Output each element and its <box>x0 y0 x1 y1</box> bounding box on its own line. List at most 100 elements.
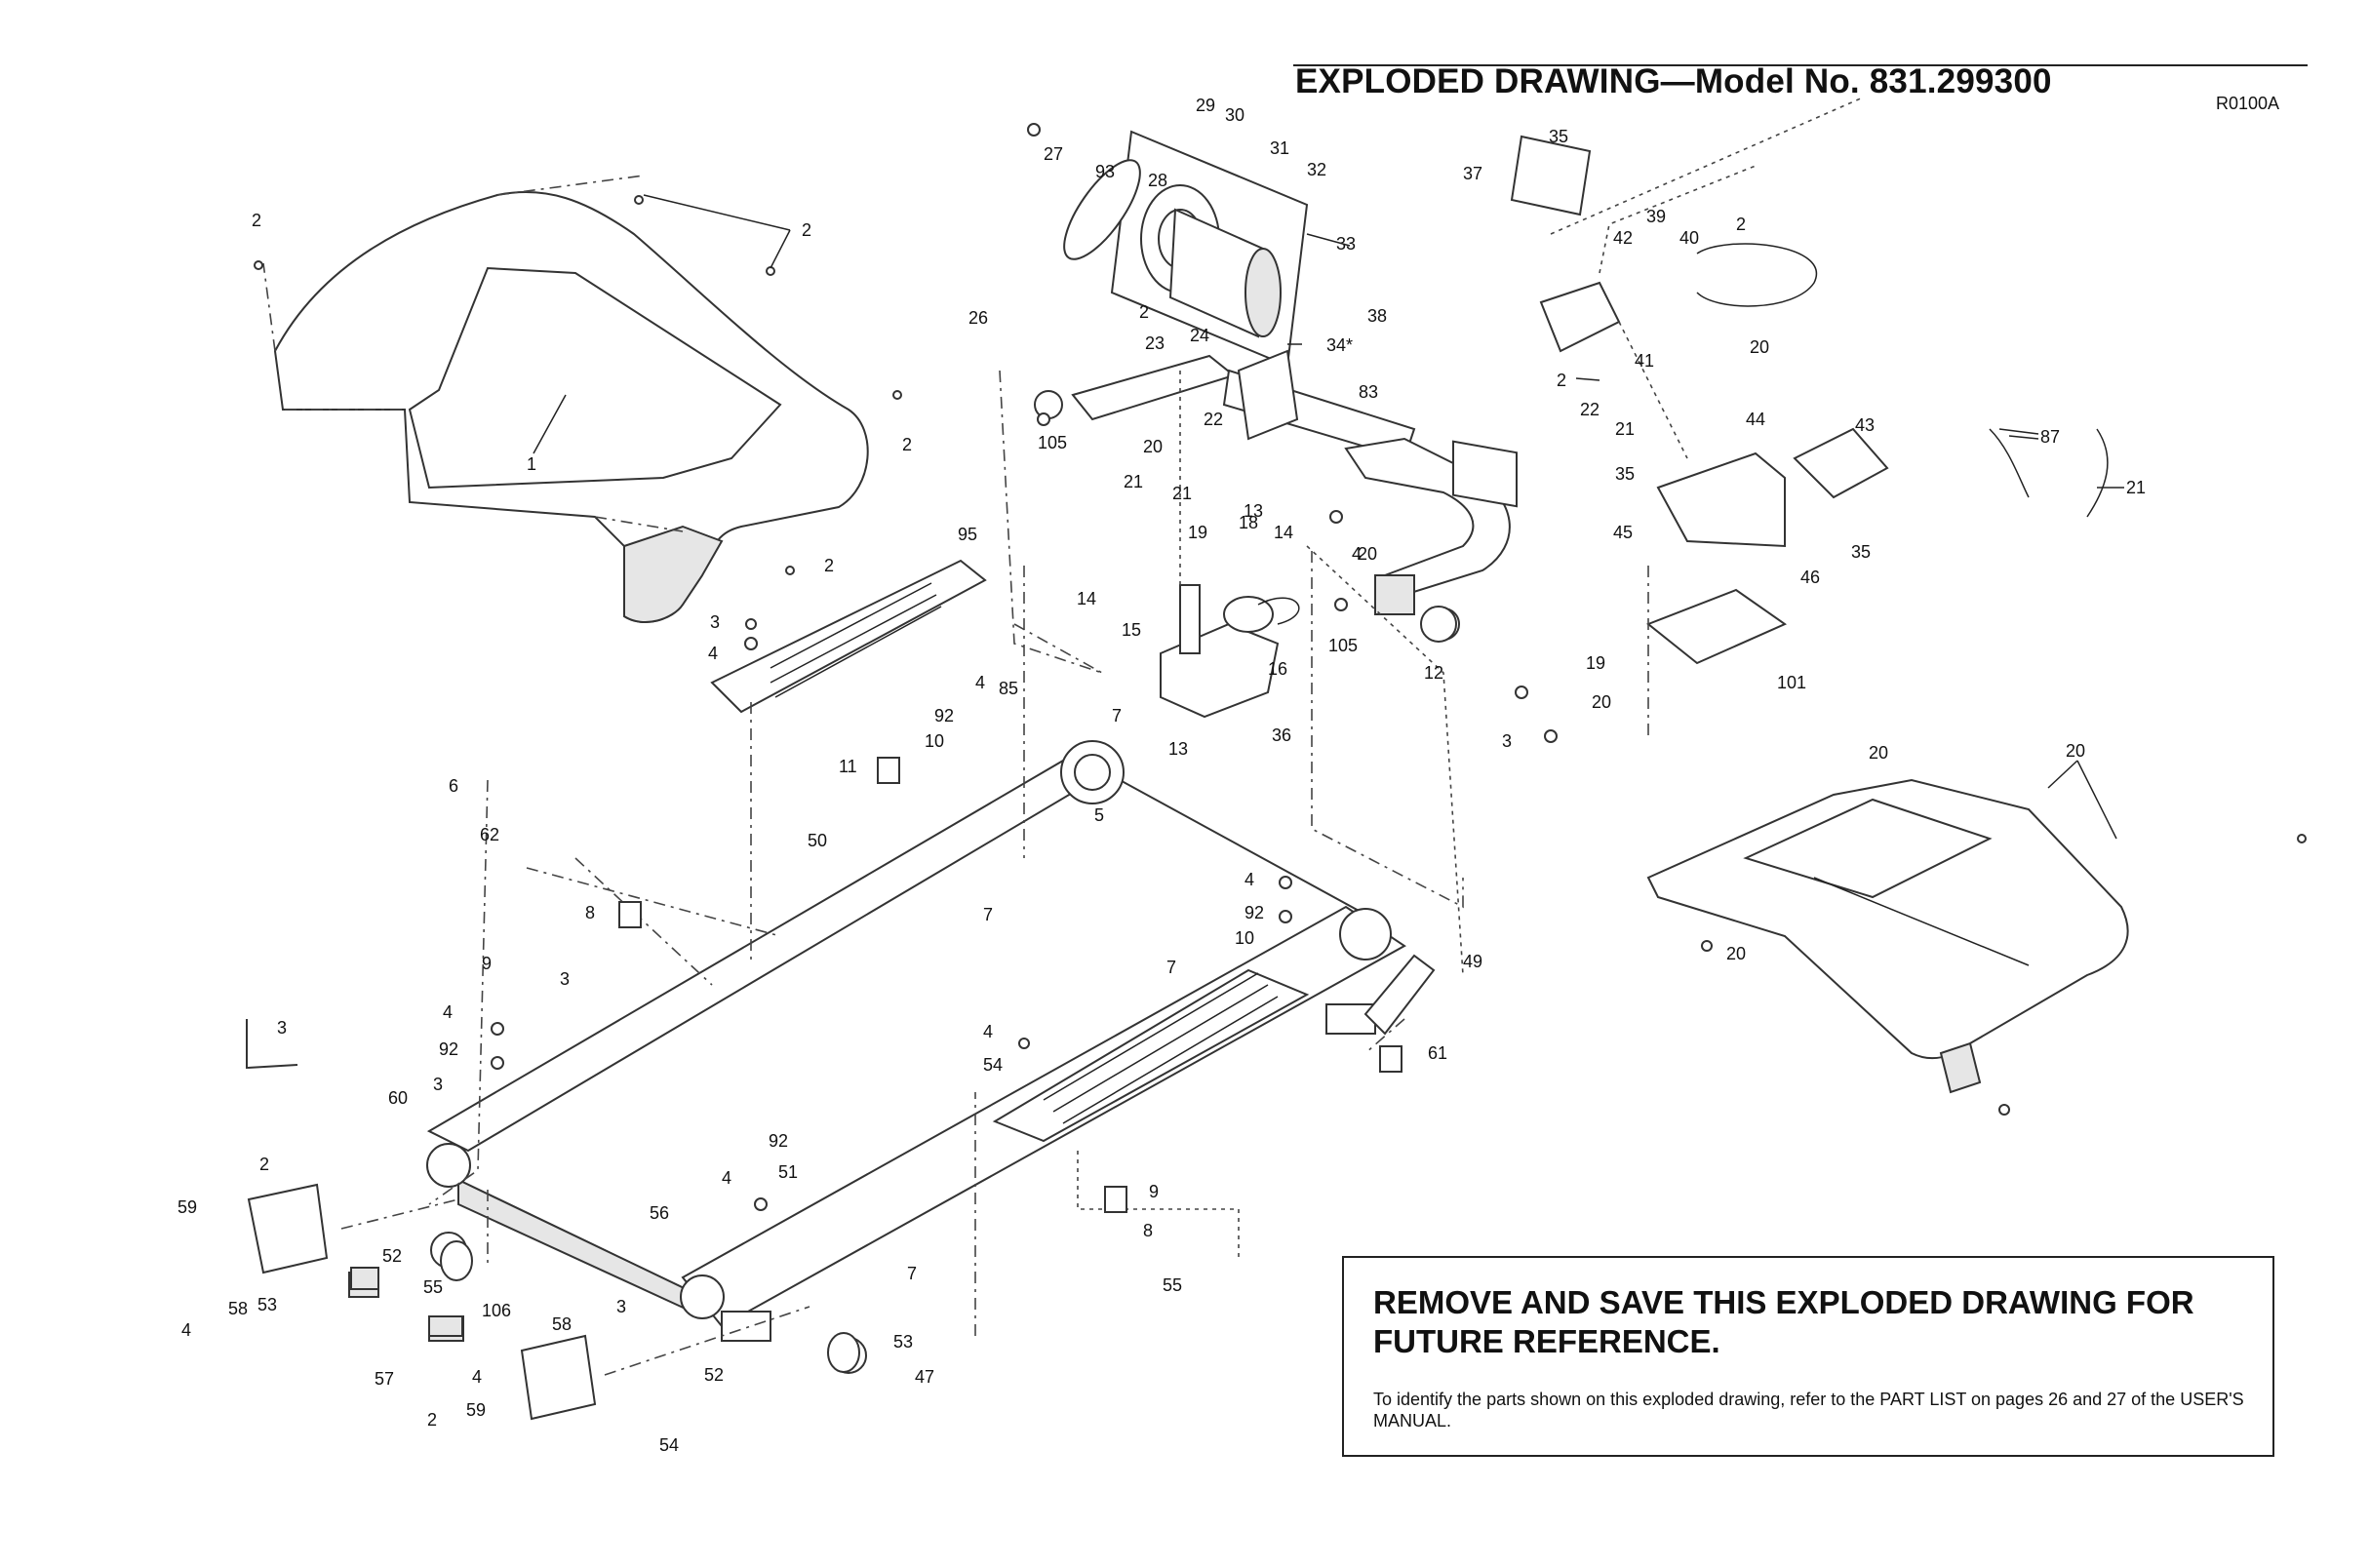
callout-label: 58 <box>552 1314 572 1334</box>
callout-label: 19 <box>1188 523 1207 542</box>
assembly-lines <box>340 97 1864 1376</box>
callout-label: 39 <box>1646 207 1666 226</box>
callout-label: 2 <box>427 1410 437 1430</box>
callout-label: 37 <box>1463 164 1482 183</box>
callout-label: 21 <box>2126 478 2146 497</box>
callout-label: 34* <box>1326 335 1353 355</box>
callout-label: 12 <box>1424 663 1443 683</box>
callout-label: 3 <box>710 612 720 632</box>
callout-label: 28 <box>1148 171 1167 190</box>
callout-label: 2 <box>1139 302 1149 322</box>
callout-label: 22 <box>1580 400 1600 419</box>
callout-label: 58 <box>228 1299 248 1318</box>
callout-label: 36 <box>1272 725 1291 745</box>
callout-label: 3 <box>1502 731 1512 751</box>
callout-label: 7 <box>1112 706 1122 725</box>
callout-label: 7 <box>983 905 993 924</box>
callout-label: 2 <box>259 1155 269 1174</box>
callout-label: 62 <box>480 825 499 844</box>
callout-label: 55 <box>423 1277 443 1297</box>
callout-label: 8 <box>585 903 595 922</box>
callout-label: 105 <box>1328 636 1358 655</box>
callout-label: 101 <box>1777 673 1806 692</box>
callout-label: 9 <box>1149 1182 1159 1201</box>
callout-label: 45 <box>1613 523 1633 542</box>
motor-hood <box>262 175 869 623</box>
callout-label: 21 <box>1172 484 1192 503</box>
callout-label: 51 <box>778 1162 798 1182</box>
callout-label: 59 <box>466 1400 486 1420</box>
callout-label: 105 <box>1038 433 1067 452</box>
callout-label: 52 <box>382 1246 402 1266</box>
callout-label: 2 <box>802 220 811 240</box>
callout-label: 13 <box>1168 739 1188 759</box>
callout-label: 7 <box>1166 958 1176 977</box>
callout-label: 1 <box>527 454 536 474</box>
callout-label: 53 <box>257 1295 277 1314</box>
callout-label: 33 <box>1336 234 1356 254</box>
callout-label: 93 <box>1095 162 1115 181</box>
callout-label: 30 <box>1225 105 1244 125</box>
base-tray <box>1646 778 2129 1094</box>
callout-label: 95 <box>958 525 977 544</box>
callout-label: 24 <box>1190 326 1209 345</box>
callout-label: 43 <box>1855 415 1875 435</box>
callout-label: 22 <box>1204 410 1223 429</box>
callout-label: 6 <box>449 776 458 796</box>
callout-label: 19 <box>1586 653 1605 673</box>
callout-labels: 1 2 2 2 2 95 3 4 27 93 28 29 30 31 32 33… <box>178 96 2146 1455</box>
callout-label: 13 <box>1244 501 1263 521</box>
callout-label: 4 <box>708 644 718 663</box>
callout-label: 4 <box>443 1002 453 1022</box>
callout-label: 2 <box>902 435 912 454</box>
callout-label: 106 <box>482 1301 511 1320</box>
callout-label: 4 <box>983 1022 993 1041</box>
callout-label: 20 <box>1726 944 1746 963</box>
callout-leaders <box>533 194 2124 840</box>
callout-label: 92 <box>439 1039 458 1059</box>
callout-label: 2 <box>1557 371 1566 390</box>
callout-label: 40 <box>1679 228 1699 248</box>
callout-label: 60 <box>388 1088 408 1108</box>
callout-label: 11 <box>839 757 857 776</box>
callout-label: 4 <box>472 1367 482 1387</box>
callout-label: 3 <box>560 969 570 989</box>
drive-motor <box>1063 130 1309 368</box>
callout-label: 20 <box>2066 741 2085 761</box>
callout-label: 29 <box>1196 96 1215 115</box>
callout-label: 42 <box>1613 228 1633 248</box>
callout-label: 52 <box>704 1365 724 1385</box>
callout-label: 2 <box>252 211 261 230</box>
callout-label: 10 <box>925 731 944 751</box>
callout-label: 4 <box>1352 544 1362 564</box>
callout-label: 7 <box>907 1264 917 1283</box>
callout-label: 21 <box>1615 419 1635 439</box>
callout-label: 3 <box>277 1018 287 1038</box>
callout-label: 46 <box>1800 568 1820 587</box>
callout-label: 57 <box>375 1369 394 1389</box>
callout-label: 61 <box>1428 1043 1447 1063</box>
callout-label: 23 <box>1145 333 1165 353</box>
callout-label: 20 <box>1592 692 1611 712</box>
callout-label: 4 <box>975 673 985 692</box>
callout-label: 85 <box>999 679 1018 698</box>
callout-label: 54 <box>659 1435 679 1455</box>
electronics <box>1452 135 2109 665</box>
hardware <box>246 123 2307 1373</box>
callout-label: 14 <box>1274 523 1293 542</box>
callout-label: 4 <box>181 1320 191 1340</box>
callout-label: 3 <box>616 1297 626 1316</box>
callout-label: 87 <box>2040 427 2060 447</box>
callout-label: 20 <box>1358 544 1377 564</box>
title-rule <box>1293 64 2308 66</box>
callout-label: 2 <box>1736 215 1746 234</box>
callout-label: 8 <box>1143 1221 1153 1240</box>
notice-body: To identify the parts shown on this expl… <box>1373 1390 2244 1431</box>
walking-deck <box>426 740 1436 1342</box>
callout-label: 41 <box>1635 351 1654 371</box>
callout-label: 59 <box>178 1197 197 1217</box>
callout-label: 47 <box>915 1367 934 1387</box>
callout-label: 54 <box>983 1055 1003 1075</box>
drawing-code: R0100A <box>2216 94 2280 113</box>
page-title: EXPLODED DRAWING—Model No. 831.299300 <box>1295 62 2052 100</box>
